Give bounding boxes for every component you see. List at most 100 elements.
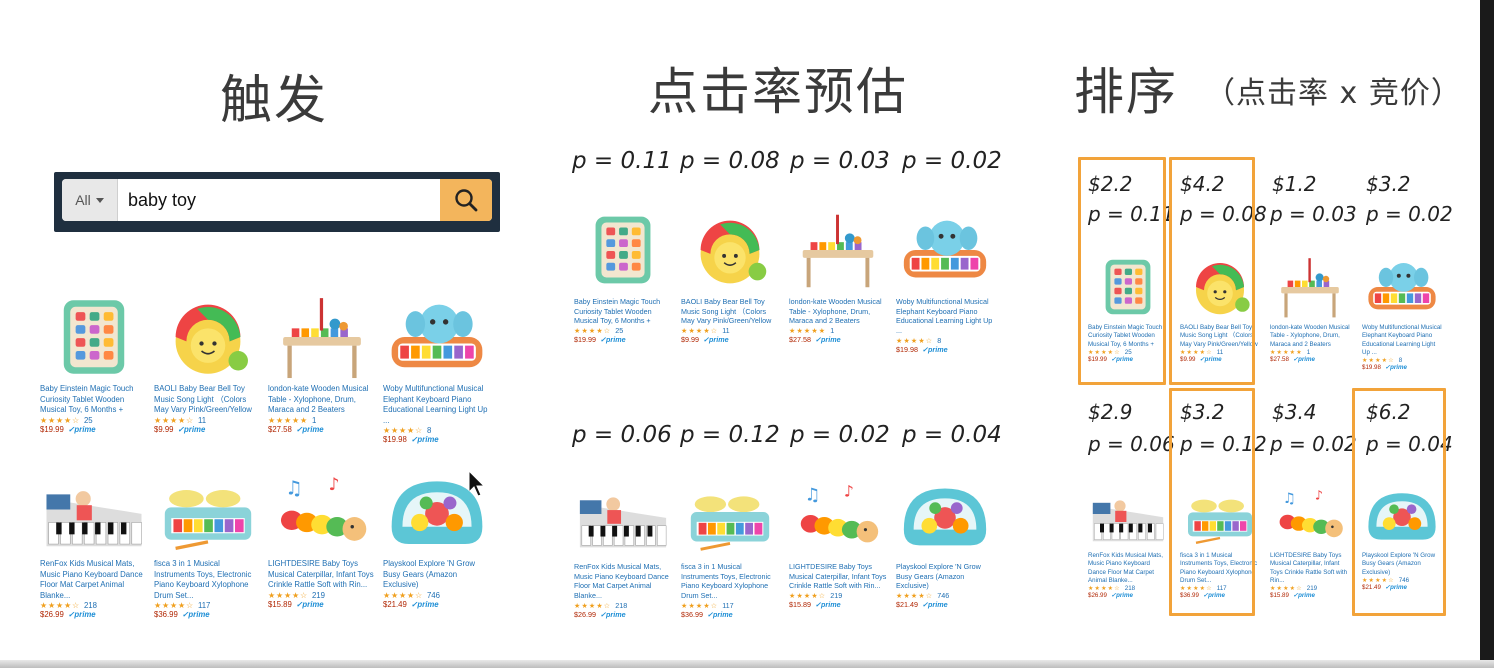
- product-title[interactable]: fisca 3 in 1 Musical Instruments Toys, E…: [154, 559, 252, 600]
- review-count[interactable]: 8: [426, 426, 432, 436]
- review-count[interactable]: 218: [83, 601, 97, 611]
- tablet-toy-image[interactable]: [40, 292, 148, 382]
- product-card[interactable]: ♫♪ LIGHTDESIRE Baby Toys Musical Caterpi…: [789, 468, 887, 609]
- product-title[interactable]: Woby Multifunctional Musical Elephant Ke…: [896, 297, 993, 336]
- product-card[interactable]: RenFox Kids Musical Mats, Music Piano Ke…: [574, 468, 672, 619]
- review-count[interactable]: 1: [1306, 349, 1311, 357]
- product-card[interactable]: BAOLI Baby Bear Bell Toy Music Song Ligh…: [154, 292, 262, 434]
- review-count[interactable]: 117: [197, 601, 211, 611]
- product-title[interactable]: LIGHTDESIRE Baby Toys Musical Caterpilla…: [268, 559, 374, 590]
- review-count[interactable]: 25: [615, 326, 624, 336]
- product-card[interactable]: fisca 3 in 1 Musical Instruments Toys, E…: [154, 462, 262, 619]
- product-card[interactable]: london-kate Wooden Musical Table - Xylop…: [1270, 252, 1350, 363]
- piano-mat-image[interactable]: [40, 462, 148, 557]
- review-count[interactable]: 8: [1398, 357, 1403, 365]
- search-input[interactable]: [118, 179, 440, 221]
- product-title[interactable]: Baby Einstein Magic Touch Curiosity Tabl…: [1088, 324, 1163, 348]
- product-title[interactable]: RenFox Kids Musical Mats, Music Piano Ke…: [1088, 552, 1163, 585]
- product-title[interactable]: BAOLI Baby Bear Bell Toy Music Song Ligh…: [154, 384, 252, 415]
- product-title[interactable]: london-kate Wooden Musical Table - Xylop…: [789, 297, 882, 326]
- product-card[interactable]: RenFox Kids Musical Mats, Music Piano Ke…: [40, 462, 148, 619]
- review-count[interactable]: 218: [615, 600, 628, 610]
- musical-table-image[interactable]: [268, 292, 376, 382]
- product-card[interactable]: fisca 3 in 1 Musical Instruments Toys, E…: [681, 468, 779, 619]
- product-card[interactable]: ♫♪ LIGHTDESIRE Baby Toys Musical Caterpi…: [268, 462, 376, 608]
- piano-mat-image[interactable]: [574, 468, 672, 560]
- product-card[interactable]: Baby Einstein Magic Touch Curiosity Tabl…: [574, 205, 672, 344]
- review-count[interactable]: 8: [937, 335, 942, 345]
- product-title[interactable]: london-kate Wooden Musical Table - Xylop…: [1270, 324, 1350, 348]
- review-count[interactable]: 219: [830, 591, 843, 601]
- review-count[interactable]: 25: [83, 415, 93, 425]
- product-card[interactable]: london-kate Wooden Musical Table - Xylop…: [789, 205, 887, 344]
- product-title[interactable]: BAOLI Baby Bear Bell Toy Music Song Ligh…: [681, 297, 772, 326]
- product-card[interactable]: ♫♪ LIGHTDESIRE Baby Toys Musical Caterpi…: [1270, 478, 1350, 600]
- review-count[interactable]: 25: [1124, 349, 1132, 357]
- product-title[interactable]: RenFox Kids Musical Mats, Music Piano Ke…: [40, 559, 143, 600]
- product-title[interactable]: Playskool Explore 'N Grow Busy Gears (Am…: [896, 562, 981, 591]
- product-card[interactable]: london-kate Wooden Musical Table - Xylop…: [268, 292, 376, 434]
- caterpillar-toy-image[interactable]: ♫♪: [268, 462, 376, 557]
- review-count[interactable]: 1: [830, 326, 835, 336]
- elephant-piano-image[interactable]: [1362, 252, 1442, 322]
- piano-mat-image[interactable]: [1088, 478, 1168, 550]
- ctr-value: p = 0.04: [902, 422, 1002, 448]
- review-count[interactable]: 117: [722, 600, 734, 610]
- review-count[interactable]: 746: [1398, 577, 1410, 585]
- product-card[interactable]: BAOLI Baby Bear Bell Toy Music Song Ligh…: [681, 205, 779, 344]
- product-title[interactable]: london-kate Wooden Musical Table - Xylop…: [268, 384, 369, 415]
- caterpillar-toy-image[interactable]: ♫♪: [789, 468, 887, 560]
- product-title[interactable]: BAOLI Baby Bear Bell Toy Music Song Ligh…: [1180, 324, 1258, 348]
- product-card[interactable]: Playskool Explore 'N Grow Busy Gears (Am…: [896, 468, 994, 609]
- product-card[interactable]: Playskool Explore 'N Grow Busy Gears (Am…: [1362, 478, 1442, 591]
- product-title[interactable]: Baby Einstein Magic Touch Curiosity Tabl…: [574, 297, 661, 326]
- review-count[interactable]: 219: [1306, 585, 1318, 593]
- review-count[interactable]: 218: [1124, 585, 1136, 593]
- product-card[interactable]: Woby Multifunctional Musical Elephant Ke…: [896, 205, 994, 354]
- bell-toy-image[interactable]: [154, 292, 262, 382]
- tablet-toy-image[interactable]: [574, 205, 672, 295]
- musical-table-image[interactable]: [1270, 252, 1350, 322]
- musical-table-image[interactable]: [789, 205, 887, 295]
- review-count[interactable]: 1: [311, 415, 317, 425]
- elephant-piano-image[interactable]: [383, 292, 491, 382]
- drum-xylophone-image[interactable]: [154, 462, 262, 557]
- product-card[interactable]: BAOLI Baby Bear Bell Toy Music Song Ligh…: [1180, 252, 1260, 363]
- product-title[interactable]: fisca 3 in 1 Musical Instruments Toys, E…: [1180, 552, 1258, 585]
- review-count[interactable]: 746: [937, 591, 950, 601]
- department-select[interactable]: All: [62, 179, 118, 221]
- product-title[interactable]: LIGHTDESIRE Baby Toys Musical Caterpilla…: [1270, 552, 1348, 585]
- product-card[interactable]: Woby Multifunctional Musical Elephant Ke…: [1362, 252, 1442, 371]
- product-title[interactable]: Woby Multifunctional Musical Elephant Ke…: [1362, 324, 1442, 357]
- review-count[interactable]: 117: [1216, 585, 1227, 593]
- product-title[interactable]: Playskool Explore 'N Grow Busy Gears (Am…: [383, 559, 476, 590]
- product-card[interactable]: Baby Einstein Magic Touch Curiosity Tabl…: [40, 292, 148, 434]
- product-title[interactable]: Playskool Explore 'N Grow Busy Gears (Am…: [1362, 552, 1436, 576]
- tablet-toy-image[interactable]: [1088, 252, 1168, 322]
- caterpillar-toy-image[interactable]: ♫♪: [1270, 478, 1350, 550]
- busy-gears-image[interactable]: [383, 462, 491, 557]
- review-count[interactable]: 11: [197, 415, 207, 425]
- bell-toy-image[interactable]: [1180, 252, 1260, 322]
- search-button[interactable]: [440, 179, 492, 221]
- busy-gears-image[interactable]: [896, 468, 994, 560]
- product-card[interactable]: Baby Einstein Magic Touch Curiosity Tabl…: [1088, 252, 1168, 363]
- review-count[interactable]: 746: [426, 590, 440, 600]
- review-count[interactable]: 11: [1216, 349, 1224, 357]
- product-card[interactable]: RenFox Kids Musical Mats, Music Piano Ke…: [1088, 478, 1168, 599]
- product-title[interactable]: Woby Multifunctional Musical Elephant Ke…: [383, 384, 488, 425]
- product-title[interactable]: LIGHTDESIRE Baby Toys Musical Caterpilla…: [789, 562, 887, 591]
- product-card[interactable]: Playskool Explore 'N Grow Busy Gears (Am…: [383, 462, 491, 609]
- drum-xylophone-image[interactable]: [681, 468, 779, 560]
- product-card[interactable]: fisca 3 in 1 Musical Instruments Toys, E…: [1180, 478, 1260, 599]
- product-card[interactable]: Woby Multifunctional Musical Elephant Ke…: [383, 292, 491, 444]
- review-count[interactable]: 11: [722, 326, 730, 336]
- busy-gears-image[interactable]: [1362, 478, 1442, 550]
- product-title[interactable]: RenFox Kids Musical Mats, Music Piano Ke…: [574, 562, 669, 601]
- product-title[interactable]: fisca 3 in 1 Musical Instruments Toys, E…: [681, 562, 771, 601]
- bell-toy-image[interactable]: [681, 205, 779, 295]
- elephant-piano-image[interactable]: [896, 205, 994, 295]
- review-count[interactable]: 219: [311, 590, 325, 600]
- product-title[interactable]: Baby Einstein Magic Touch Curiosity Tabl…: [40, 384, 134, 415]
- drum-xylophone-image[interactable]: [1180, 478, 1260, 550]
